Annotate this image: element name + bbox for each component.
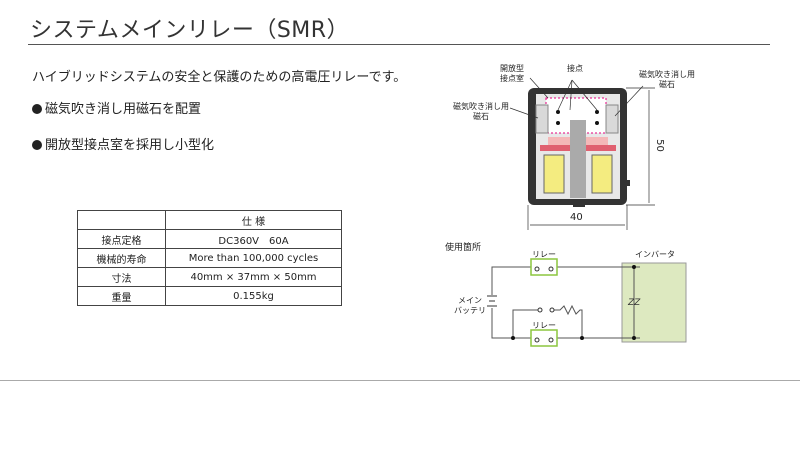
row-label: 重量 [77, 286, 166, 306]
table-header-row: 仕 様 [77, 210, 342, 230]
bullet-text: 開放型接点室を採用し小型化 [45, 138, 215, 153]
relay-bottom-box [530, 329, 558, 347]
relay-top-label: リレー [532, 250, 556, 259]
footer-divider [0, 380, 800, 381]
contact-dots [556, 110, 599, 125]
table-header: 仕 様 [165, 210, 342, 230]
label-contact-chamber: 開放型接点室 [500, 64, 524, 83]
capacitor-symbol: ZZ [627, 298, 641, 308]
row-value: More than 100,000 cycles [165, 248, 342, 268]
plunger [570, 120, 586, 198]
label-magnet-right: 磁気吹き消し用磁石 [639, 70, 695, 89]
dimension-height: 50 [653, 139, 665, 152]
inverter-box [621, 262, 687, 343]
dimension-lines [527, 87, 655, 230]
row-label: 接点定格 [77, 229, 166, 249]
inverter-label: インバータ [635, 250, 675, 259]
label-contact: 接点 [567, 64, 583, 73]
bullet-text: 磁気吹き消し用磁石を配置 [45, 102, 202, 117]
wires [491, 266, 640, 339]
row-value: 0.155kg [165, 286, 342, 306]
magnet-left [535, 104, 549, 134]
circuit-diagram: ZZ [487, 258, 687, 347]
junction-dots [511, 265, 636, 340]
coil-left [543, 154, 565, 194]
relay-bottom-label: リレー [532, 321, 556, 330]
relay-top-box [530, 258, 558, 276]
leader-lines [509, 77, 644, 119]
row-label: 機械的寿命 [77, 248, 166, 268]
coil-right [591, 154, 613, 194]
terminal-bottom [573, 201, 585, 207]
row-value: 40mm × 37mm × 50mm [165, 267, 342, 287]
relay-cross-section [509, 77, 655, 230]
row-value: DC360V 60A [165, 229, 342, 249]
dimension-width: 40 [570, 212, 583, 223]
bullet-item: 開放型接点室を採用し小型化 [32, 134, 214, 153]
circuit-title: 使用箇所 [445, 243, 482, 253]
bullet-item: 磁気吹き消し用磁石を配置 [32, 98, 201, 117]
row-label: 寸法 [77, 267, 166, 287]
bullet-icon [32, 104, 42, 114]
intro-text: ハイブリッドシステムの安全と保護のための高電圧リレーです。 [32, 70, 407, 85]
relay-contacts [534, 266, 555, 343]
page-title: システムメインリレー（SMR） [30, 18, 350, 43]
bullet-icon [32, 140, 42, 150]
battery-label: メインバッテリ [454, 296, 486, 315]
magnet-right [605, 104, 619, 134]
title-divider [28, 44, 770, 45]
label-magnet-left: 磁気吹き消し用磁石 [453, 102, 509, 121]
battery-icon [487, 295, 497, 307]
terminal-side [625, 180, 630, 186]
